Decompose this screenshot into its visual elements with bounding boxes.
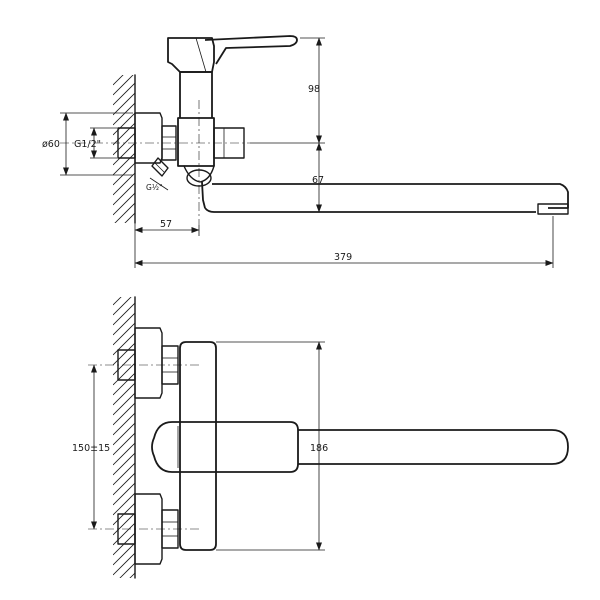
front-mixer-body — [179, 341, 217, 551]
wall-hatching-top — [113, 75, 135, 223]
dim-total-length: 379 — [334, 252, 352, 263]
mixer-body — [177, 117, 215, 167]
dim-wall-offset: 57 — [160, 219, 172, 230]
spout-bottom — [204, 207, 536, 213]
lever-base — [167, 37, 215, 73]
wall-hatching-bottom — [113, 297, 135, 578]
side-view: ø60 G1/2" G½" 98 67 57 379 — [42, 35, 569, 268]
aerator — [537, 203, 569, 215]
dim-height-top: 98 — [308, 84, 320, 95]
wall-flange — [134, 112, 163, 164]
front-lever-cap — [151, 421, 299, 473]
lower-wall-flange — [134, 493, 163, 565]
upper-wall-flange — [134, 327, 163, 399]
eccentric-fitting — [151, 157, 169, 177]
dim-center-distance: 150±15 — [72, 443, 110, 454]
lever-handle — [204, 35, 298, 65]
dim-diameter: ø60 — [42, 139, 60, 150]
spout-tube — [201, 181, 569, 209]
front-view: 150±15 186 — [72, 296, 569, 579]
dim-front-height: 186 — [310, 443, 328, 454]
spout-collar — [183, 165, 215, 183]
dim-spout-height: 67 — [312, 175, 324, 186]
front-spout — [298, 429, 569, 465]
dim-thread: G1/2" — [74, 139, 101, 150]
cartridge-neck — [179, 71, 213, 118]
dim-thread-small: G½" — [146, 183, 163, 192]
